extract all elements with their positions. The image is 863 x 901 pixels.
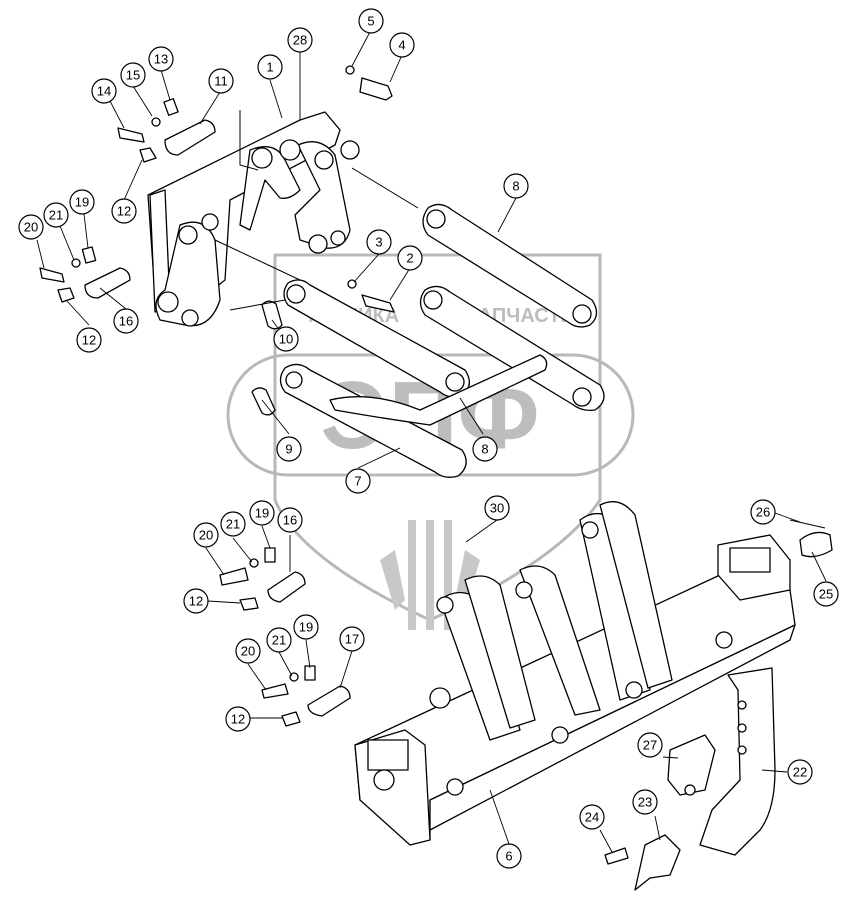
callout-12[interactable]: 12 (111, 198, 137, 224)
svg-text:21: 21 (49, 208, 63, 223)
svg-text:27: 27 (643, 738, 657, 753)
callout-6[interactable]: 6 (496, 843, 522, 869)
svg-text:22: 22 (793, 765, 807, 780)
callout-14[interactable]: 14 (91, 78, 117, 104)
callout-7[interactable]: 7 (345, 468, 371, 494)
svg-text:8: 8 (512, 179, 519, 194)
svg-text:12: 12 (82, 333, 96, 348)
callout-15[interactable]: 15 (120, 62, 146, 88)
callout-20[interactable]: 20 (193, 522, 219, 548)
svg-text:20: 20 (199, 528, 213, 543)
callout-4[interactable]: 4 (389, 32, 415, 58)
svg-text:12: 12 (189, 594, 203, 609)
callout-19[interactable]: 19 (249, 500, 275, 526)
svg-text:19: 19 (255, 506, 269, 521)
callout-9[interactable]: 9 (276, 436, 302, 462)
svg-text:11: 11 (214, 74, 228, 89)
svg-text:23: 23 (638, 795, 652, 810)
svg-text:3: 3 (375, 235, 382, 250)
hardware (39, 65, 833, 865)
callout-11[interactable]: 11 (208, 68, 234, 94)
svg-text:15: 15 (126, 68, 140, 83)
svg-text:19: 19 (299, 620, 313, 635)
svg-text:9: 9 (285, 442, 292, 457)
callout-20[interactable]: 20 (235, 638, 261, 664)
svg-text:21: 21 (226, 517, 240, 532)
callout-10[interactable]: 10 (273, 326, 299, 352)
callout-30[interactable]: 30 (484, 495, 510, 521)
svg-text:20: 20 (24, 220, 38, 235)
callout-13[interactable]: 13 (148, 46, 174, 72)
callout-27[interactable]: 27 (637, 732, 663, 758)
shank-assembly (634, 667, 776, 891)
callouts: 1 28 5 4 13 15 14 11 12 8 20 21 19 3 2 1… (18, 8, 839, 869)
callout-20[interactable]: 20 (18, 214, 44, 240)
svg-text:28: 28 (293, 33, 307, 48)
svg-text:21: 21 (272, 633, 286, 648)
svg-text:24: 24 (585, 810, 599, 825)
main-frame (354, 501, 796, 846)
callout-16[interactable]: 16 (113, 308, 139, 334)
svg-text:12: 12 (117, 204, 131, 219)
callout-19[interactable]: 19 (293, 614, 319, 640)
callout-28[interactable]: 28 (287, 27, 313, 53)
callout-8[interactable]: 8 (503, 173, 529, 199)
callout-2[interactable]: 2 (397, 245, 423, 271)
svg-text:14: 14 (97, 84, 111, 99)
svg-text:25: 25 (819, 587, 833, 602)
callout-24[interactable]: 24 (579, 804, 605, 830)
callout-21[interactable]: 21 (43, 202, 69, 228)
svg-text:7: 7 (354, 474, 361, 489)
svg-text:1: 1 (266, 60, 273, 75)
svg-text:13: 13 (154, 52, 168, 67)
callout-23[interactable]: 23 (632, 789, 658, 815)
svg-text:16: 16 (119, 314, 133, 329)
svg-text:16: 16 (283, 513, 297, 528)
svg-text:10: 10 (279, 332, 293, 347)
svg-text:20: 20 (241, 644, 255, 659)
callout-26[interactable]: 26 (750, 499, 776, 525)
callout-19[interactable]: 19 (69, 189, 95, 215)
svg-text:30: 30 (490, 501, 504, 516)
callout-12[interactable]: 12 (183, 588, 209, 614)
callout-12[interactable]: 12 (76, 327, 102, 353)
callout-8[interactable]: 8 (472, 436, 498, 462)
svg-text:12: 12 (231, 712, 245, 727)
callout-17[interactable]: 17 (339, 626, 365, 652)
svg-text:19: 19 (75, 195, 89, 210)
callout-25[interactable]: 25 (813, 581, 839, 607)
callout-16[interactable]: 16 (277, 507, 303, 533)
callout-21[interactable]: 21 (220, 511, 246, 537)
callout-22[interactable]: 22 (787, 759, 813, 785)
svg-text:2: 2 (406, 251, 413, 266)
svg-text:26: 26 (756, 505, 770, 520)
callout-3[interactable]: 3 (366, 229, 392, 255)
svg-text:6: 6 (505, 849, 512, 864)
svg-text:5: 5 (367, 14, 374, 29)
svg-text:4: 4 (398, 38, 405, 53)
upper-links (229, 167, 605, 478)
callout-1[interactable]: 1 (257, 54, 283, 80)
upper-bracket (147, 110, 360, 327)
svg-text:8: 8 (481, 442, 488, 457)
callout-12[interactable]: 12 (225, 706, 251, 732)
callout-21[interactable]: 21 (266, 627, 292, 653)
callout-5[interactable]: 5 (358, 8, 384, 34)
svg-text:17: 17 (345, 632, 359, 647)
